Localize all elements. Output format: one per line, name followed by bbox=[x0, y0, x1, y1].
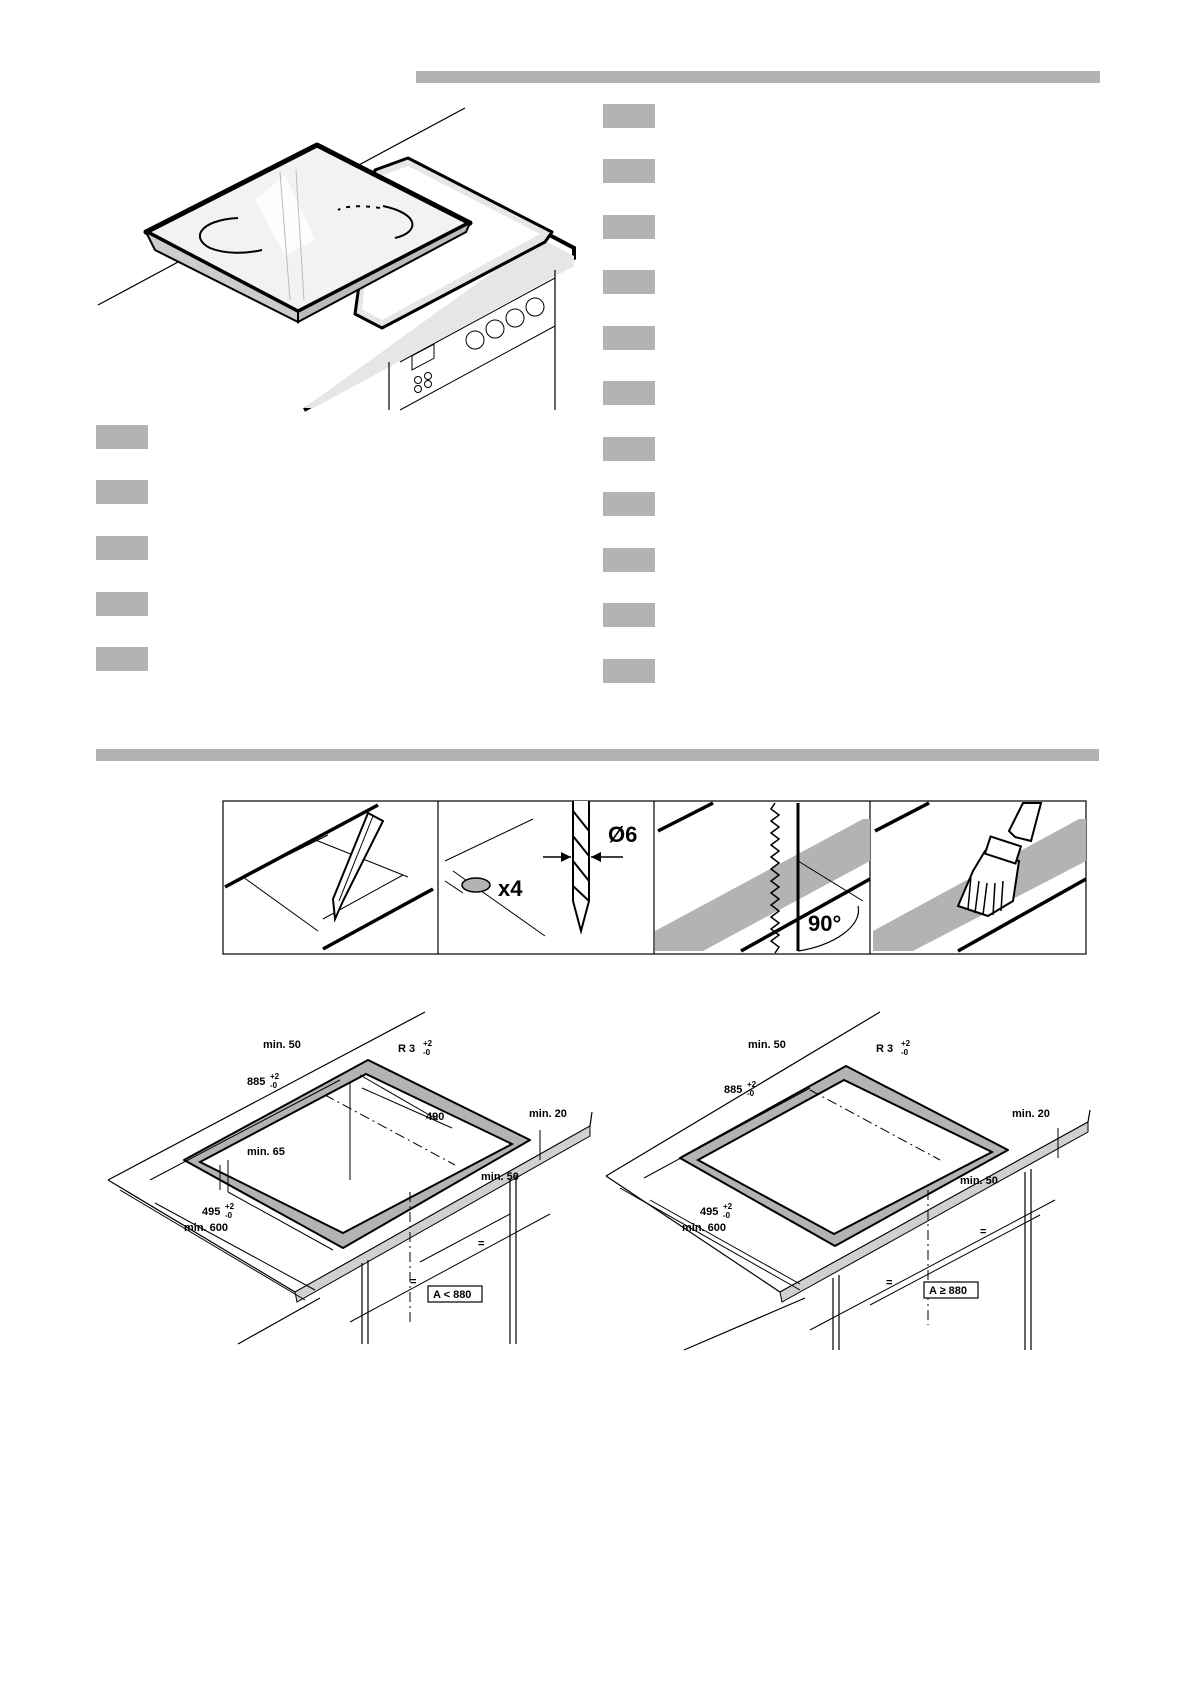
language-tab-right-7 bbox=[603, 437, 655, 461]
width-tol-plus: +2 bbox=[747, 1080, 757, 1089]
min65-label: min. 65 bbox=[247, 1146, 285, 1158]
language-tab-left-5 bbox=[96, 647, 148, 671]
condition-label: A ≥ 880 bbox=[929, 1285, 967, 1297]
depth-tol-minus: -0 bbox=[225, 1211, 233, 1220]
min600-label: min. 600 bbox=[682, 1222, 726, 1234]
drilling-step: x4 Ø6 bbox=[444, 801, 637, 937]
language-tab-right-2 bbox=[603, 159, 655, 183]
depth-tol-minus: -0 bbox=[723, 1211, 731, 1220]
count-label: x4 bbox=[498, 876, 523, 901]
language-tab-right-10 bbox=[603, 603, 655, 627]
cutout-diagram-left: min. 50 R 3 +2 -0 885 +2 -0 490 min. 20 … bbox=[107, 1011, 593, 1345]
language-tab-right-5 bbox=[603, 326, 655, 350]
depth-tol-plus: +2 bbox=[225, 1202, 235, 1211]
saw-blade-icon bbox=[769, 802, 781, 954]
depth-label: 495 bbox=[700, 1206, 718, 1218]
equal-mark-2: = bbox=[410, 1276, 416, 1288]
language-tab-right-11 bbox=[603, 659, 655, 683]
min600-label: min. 600 bbox=[184, 1222, 228, 1234]
language-tab-right-8 bbox=[603, 492, 655, 516]
equal-mark-2: = bbox=[886, 1277, 892, 1289]
language-tab-right-1 bbox=[603, 104, 655, 128]
radius-label: R 3 bbox=[876, 1043, 893, 1055]
diameter-label: Ø6 bbox=[608, 822, 637, 847]
radius-tol-minus: -0 bbox=[901, 1048, 909, 1057]
section-header-bar-installation bbox=[96, 749, 1099, 761]
angle-label: 90° bbox=[808, 911, 841, 936]
language-tab-left-2 bbox=[96, 480, 148, 504]
min50-top-label: min. 50 bbox=[748, 1039, 786, 1051]
min50-side-label: min. 50 bbox=[960, 1175, 998, 1187]
sawing-step: 90° bbox=[655, 801, 871, 954]
pencil-icon bbox=[331, 811, 385, 923]
width-label: 885 bbox=[724, 1084, 742, 1096]
radius-label: R 3 bbox=[398, 1043, 415, 1055]
width-tol-minus: -0 bbox=[270, 1081, 278, 1090]
language-tab-left-3 bbox=[96, 536, 148, 560]
depth-label: 495 bbox=[202, 1206, 220, 1218]
depth-inner-label: 490 bbox=[426, 1111, 444, 1123]
marking-step bbox=[224, 803, 434, 951]
language-tab-right-6 bbox=[603, 381, 655, 405]
radius-tol-plus: +2 bbox=[423, 1039, 433, 1048]
radius-tol-plus: +2 bbox=[901, 1039, 911, 1048]
min20-label: min. 20 bbox=[529, 1108, 567, 1120]
equal-mark-1: = bbox=[478, 1238, 484, 1250]
language-tab-left-4 bbox=[96, 592, 148, 616]
sealing-step bbox=[873, 801, 1087, 953]
language-tab-right-9 bbox=[603, 548, 655, 572]
cutout-diagram-right: min. 50 R 3 +2 -0 885 +2 -0 min. 20 min.… bbox=[605, 1011, 1091, 1351]
installation-steps-figure: x4 Ø6 90° bbox=[222, 800, 1087, 955]
depth-tol-plus: +2 bbox=[723, 1202, 733, 1211]
width-tol-minus: -0 bbox=[747, 1089, 755, 1098]
section-header-bar-top bbox=[416, 71, 1100, 83]
language-tab-right-4 bbox=[603, 270, 655, 294]
width-tol-plus: +2 bbox=[270, 1072, 280, 1081]
language-tab-right-3 bbox=[603, 215, 655, 239]
min20-label: min. 20 bbox=[1012, 1108, 1050, 1120]
min50-top-label: min. 50 bbox=[263, 1039, 301, 1051]
min50-side-label: min. 50 bbox=[481, 1171, 519, 1183]
condition-label: A < 880 bbox=[433, 1289, 471, 1301]
radius-tol-minus: -0 bbox=[423, 1048, 431, 1057]
brush-icon bbox=[1007, 802, 1043, 843]
language-tab-left-1 bbox=[96, 425, 148, 449]
width-label: 885 bbox=[247, 1076, 265, 1088]
equal-mark-1: = bbox=[980, 1226, 986, 1238]
